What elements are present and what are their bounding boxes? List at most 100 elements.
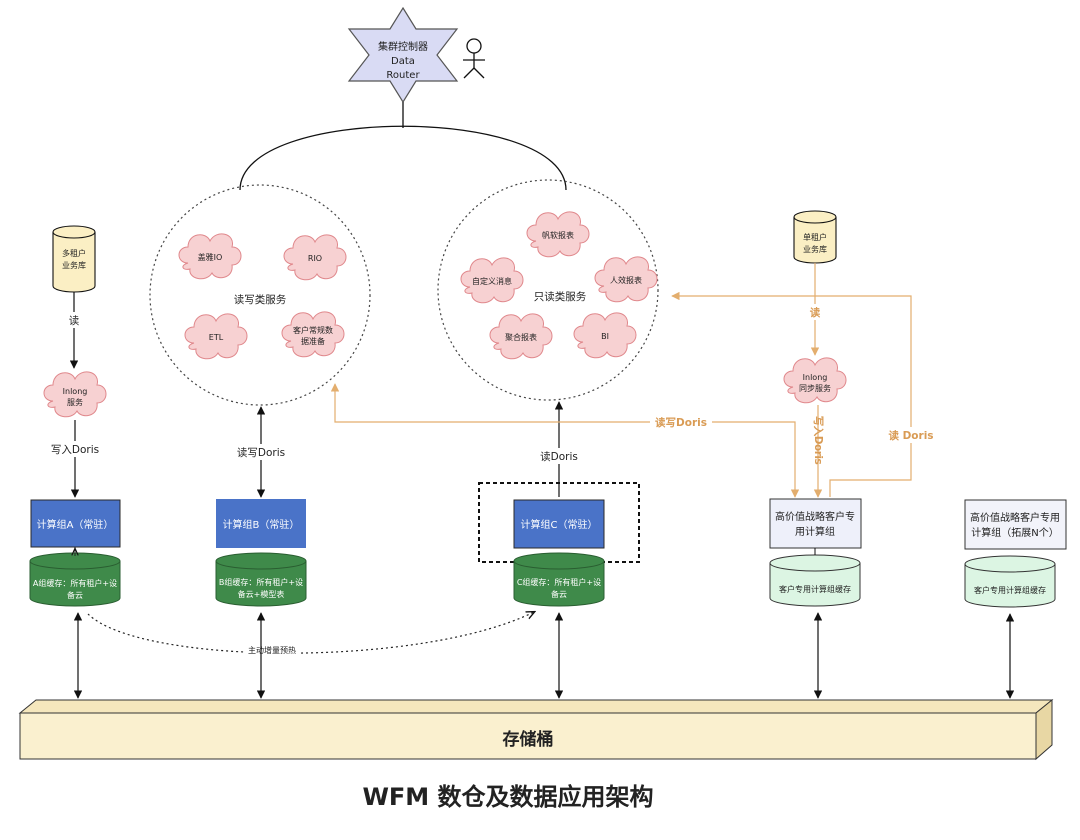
cache-group-b: B组缓存：所有租户+设 备云+模型表 — [215, 552, 307, 607]
cache-b-body — [215, 561, 307, 607]
ro-group-title: 只读类服务 — [534, 290, 587, 303]
cache-dedicated-label: 客户专用计算组缓存 — [779, 584, 851, 594]
label-prewarm: 主动增量预热 — [248, 645, 296, 655]
compute-group-c-box — [513, 499, 605, 549]
compute-group-b-label: 计算组B（常驻） — [223, 518, 300, 531]
cloud-aggregate-report-label: 聚合报表 — [505, 332, 537, 342]
multi-tenant-db-top — [52, 225, 96, 239]
cache-dedicated-body — [769, 563, 861, 607]
single-tenant-db-line1: 单租户 — [803, 232, 827, 242]
router-label-line2: Data — [391, 56, 415, 67]
cache-dedicated-n-body — [964, 564, 1056, 608]
compute-group-dedicated-n-line1: 高价值战略客户专用 — [970, 511, 1060, 524]
rw-group-title: 读写类服务 — [234, 293, 287, 306]
arrow-dedicated-read-doris — [671, 291, 912, 497]
multi-tenant-db-line1: 多租户 — [62, 248, 86, 258]
inlong-left-line2: 服务 — [67, 397, 83, 407]
storage-front-face — [19, 712, 1037, 760]
cache-dedicated-top — [769, 554, 861, 572]
cloud-bi-label: BI — [601, 332, 609, 341]
label-write-doris-left: 写入Doris — [51, 444, 99, 456]
cache-b-line1: B组缓存：所有租户+设 — [219, 577, 303, 587]
cache-c-body — [513, 561, 605, 607]
single-tenant-db: 单租户 业务库 — [793, 210, 837, 264]
compute-group-dedicated-line1: 高价值战略客户专 — [775, 510, 855, 523]
cloud-customer-data-prep-line2: 据准备 — [301, 336, 325, 346]
cloud-fanruan-report: 帆软报表 — [526, 211, 590, 258]
router-label-line3: Router — [386, 70, 420, 81]
cache-group-a: A组缓存：所有租户+设 备云 — [29, 552, 121, 607]
cache-c-line1: C组缓存：所有租户+设 — [517, 577, 601, 587]
compute-group-dedicated-line2: 用计算组 — [795, 525, 835, 538]
cloud-customer-data-prep: 客户常规数 据准备 — [281, 311, 345, 358]
label-read-doris-c: 读Doris — [540, 450, 578, 463]
single-tenant-db-top — [793, 210, 837, 224]
cache-dedicated-n-label: 客户专用计算组缓存 — [974, 585, 1046, 595]
router-star-shape — [347, 6, 459, 104]
ro-services-group: 只读类服务 帆软报表 自定义消息 人效报表 聚合报表 BI — [437, 179, 659, 401]
cache-dedicated-n: 客户专用计算组缓存 — [964, 555, 1056, 608]
compute-group-dedicated-n: 高价值战略客户专用 计算组（拓展N个） — [964, 499, 1067, 550]
label-rw-doris-orange: 读写Doris — [655, 416, 707, 429]
cache-a-line1: A组缓存：所有租户+设 — [33, 578, 117, 588]
ro-group-boundary — [437, 179, 659, 401]
cache-a-line2: 备云 — [67, 590, 83, 600]
multi-tenant-db-line2: 业务库 — [62, 260, 86, 270]
label-read-right: 读 — [810, 306, 821, 319]
cache-dedicated-n-top — [964, 555, 1056, 573]
cloud-rio-label: RIO — [308, 254, 322, 263]
storage-top-face — [18, 699, 1054, 714]
inlong-sync-service-right: Inlong 同步服务 — [783, 357, 847, 404]
compute-group-a-label: 计算组A（常驻） — [37, 518, 114, 531]
cloud-bi: BI — [573, 312, 637, 359]
compute-group-dedicated-box — [769, 498, 862, 549]
cloud-custom-message: 自定义消息 — [460, 257, 524, 304]
rw-services-group: 读写类服务 盖雅IO RIO ETL 客户常规数 据准备 — [149, 184, 371, 406]
cloud-efficiency-report: 人效报表 — [594, 256, 658, 303]
multi-tenant-db: 多租户 业务库 — [52, 225, 96, 293]
compute-group-dedicated-n-line2: 计算组（拓展N个） — [971, 526, 1058, 539]
rw-group-boundary — [149, 184, 371, 406]
compute-group-b-box — [216, 499, 306, 548]
label-write-doris-right: 写入Doris — [812, 416, 824, 465]
arrow-prewarm-a-to-c — [87, 612, 534, 654]
cloud-rio: RIO — [283, 234, 347, 281]
compute-group-dedicated: 高价值战略客户专 用计算组 — [769, 498, 862, 549]
single-tenant-db-line2: 业务库 — [803, 244, 827, 254]
inlong-left-line1: Inlong — [63, 387, 88, 396]
cloud-custom-message-label: 自定义消息 — [472, 276, 512, 286]
cloud-gaiya-io-label: 盖雅IO — [198, 252, 223, 262]
compute-group-b: 计算组B（常驻） — [216, 499, 306, 548]
cache-dedicated: 客户专用计算组缓存 — [769, 554, 861, 607]
storage-label: 存储桶 — [503, 729, 554, 750]
compute-group-a-box — [30, 499, 121, 548]
compute-group-c-label: 计算组C（常驻） — [521, 518, 598, 531]
cache-a-body — [29, 561, 121, 607]
inlong-service-left: Inlong 服务 — [43, 371, 107, 418]
label-read-doris-orange: 读 Doris — [888, 429, 933, 442]
cache-c-line2: 备云 — [551, 589, 567, 599]
cloud-etl-label: ETL — [209, 333, 224, 342]
compute-group-dedicated-n-box — [964, 499, 1067, 550]
cache-b-line2: 备云+模型表 — [238, 589, 285, 599]
cache-group-c: C组缓存：所有租户+设 备云 — [513, 552, 605, 607]
cloud-customer-data-prep-line1: 客户常规数 — [293, 325, 333, 335]
cloud-fanruan-report-label: 帆软报表 — [542, 230, 574, 240]
data-router-node: 集群控制器 Data Router — [347, 6, 459, 104]
cloud-aggregate-report: 聚合报表 — [489, 313, 553, 360]
label-rw-doris-b: 读写Doris — [237, 446, 285, 459]
compute-group-c: 计算组C（常驻） — [478, 482, 640, 563]
cache-c-top — [513, 552, 605, 570]
cloud-gaiya-io: 盖雅IO — [178, 233, 242, 280]
cloud-efficiency-report-label: 人效报表 — [610, 275, 642, 285]
inlong-right-line1: Inlong — [803, 373, 828, 382]
diagram-title: WFM 数仓及数据应用架构 — [362, 783, 653, 811]
label-read-left: 读 — [69, 314, 80, 327]
cache-b-top — [215, 552, 307, 570]
router-arc — [239, 125, 567, 191]
arrow-dedicated-rw-doris — [330, 383, 800, 498]
storage-bucket: 存储桶 — [18, 698, 1054, 761]
router-label-line1: 集群控制器 — [378, 40, 428, 53]
